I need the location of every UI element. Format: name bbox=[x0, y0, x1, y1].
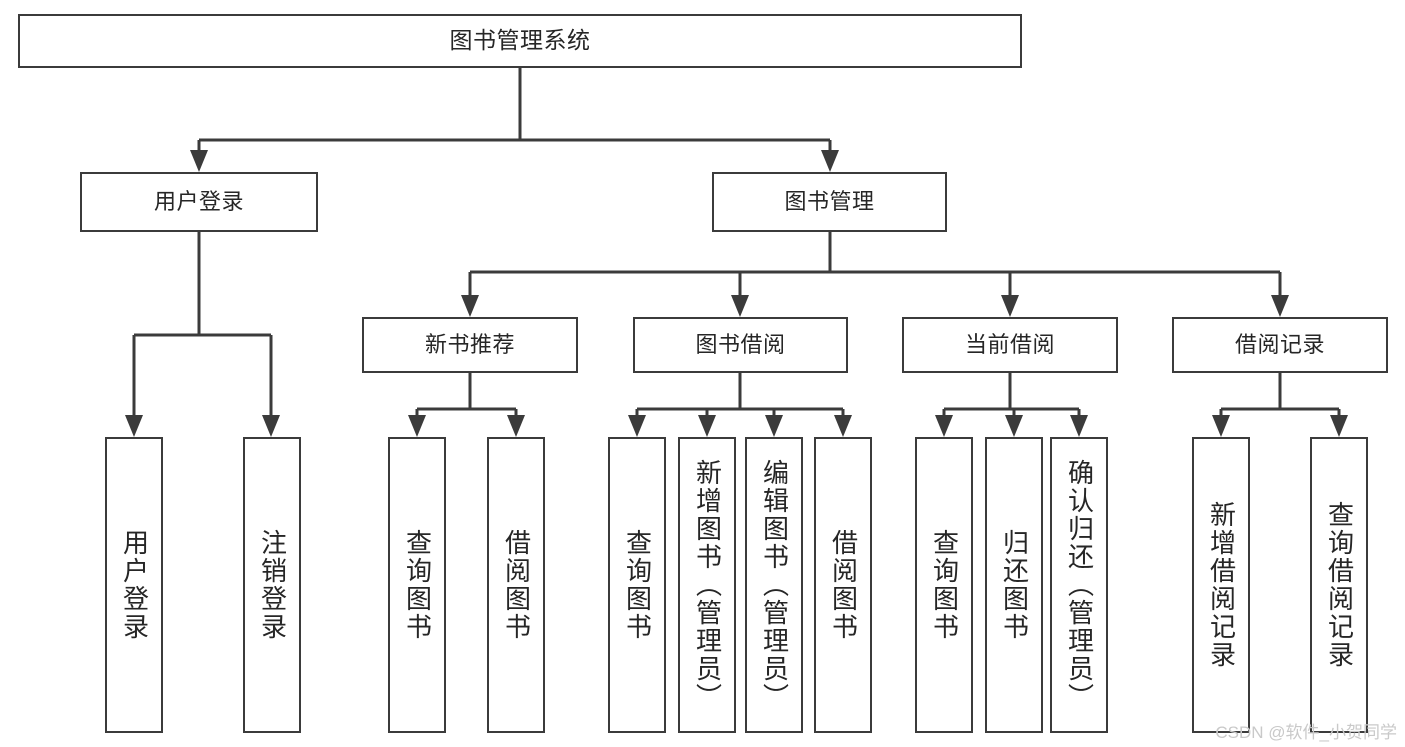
node-root[interactable]: 图书管理系统 bbox=[18, 14, 1022, 68]
leaf-return-book[interactable]: 归还图书 bbox=[985, 437, 1043, 733]
node-book-borrow[interactable]: 图书借阅 bbox=[633, 317, 848, 373]
leaf-borrow-book[interactable]: 借阅图书 bbox=[814, 437, 872, 733]
leaf-add-book-admin[interactable]: 新增图书（管理员） bbox=[678, 437, 736, 733]
node-book-management[interactable]: 图书管理 bbox=[712, 172, 947, 232]
node-label: 借阅图书 bbox=[501, 529, 532, 641]
node-label: 借阅图书 bbox=[828, 529, 859, 641]
node-label: 查询借阅记录 bbox=[1324, 501, 1355, 669]
node-label: 注销登录 bbox=[257, 529, 288, 641]
node-label: 图书借阅 bbox=[695, 331, 786, 357]
leaf-add-borrow-record[interactable]: 新增借阅记录 bbox=[1192, 437, 1250, 733]
node-label: 用户登录 bbox=[153, 188, 244, 214]
leaf-borrow-book-newrec[interactable]: 借阅图书 bbox=[487, 437, 545, 733]
node-label: 查询图书 bbox=[929, 529, 960, 641]
node-user-login[interactable]: 用户登录 bbox=[80, 172, 318, 232]
node-label: 图书管理系统 bbox=[449, 27, 591, 54]
node-current-borrow[interactable]: 当前借阅 bbox=[902, 317, 1118, 373]
leaf-user-login[interactable]: 用户登录 bbox=[105, 437, 163, 733]
leaf-query-book-current[interactable]: 查询图书 bbox=[915, 437, 973, 733]
node-borrow-records[interactable]: 借阅记录 bbox=[1172, 317, 1388, 373]
leaf-edit-book-admin[interactable]: 编辑图书（管理员） bbox=[745, 437, 803, 733]
node-label: 借阅记录 bbox=[1234, 331, 1325, 357]
node-label: 查询图书 bbox=[402, 529, 433, 641]
node-label: 新增借阅记录 bbox=[1206, 501, 1237, 669]
watermark: CSDN @软件_小贺同学 bbox=[1215, 723, 1397, 742]
node-label: 确认归还（管理员） bbox=[1064, 459, 1095, 711]
leaf-query-book-newrec[interactable]: 查询图书 bbox=[388, 437, 446, 733]
node-label: 当前借阅 bbox=[964, 331, 1055, 357]
leaf-confirm-return-admin[interactable]: 确认归还（管理员） bbox=[1050, 437, 1108, 733]
node-new-book-recommend[interactable]: 新书推荐 bbox=[362, 317, 578, 373]
node-label: 归还图书 bbox=[999, 529, 1030, 641]
node-label: 新书推荐 bbox=[424, 331, 515, 357]
node-label: 用户登录 bbox=[119, 529, 150, 641]
leaf-query-borrow-record[interactable]: 查询借阅记录 bbox=[1310, 437, 1368, 733]
node-label: 编辑图书（管理员） bbox=[759, 459, 790, 711]
node-label: 图书管理 bbox=[784, 188, 875, 214]
leaf-query-book-borrow[interactable]: 查询图书 bbox=[608, 437, 666, 733]
node-label: 新增图书（管理员） bbox=[692, 459, 723, 711]
node-label: 查询图书 bbox=[622, 529, 653, 641]
leaf-logout[interactable]: 注销登录 bbox=[243, 437, 301, 733]
